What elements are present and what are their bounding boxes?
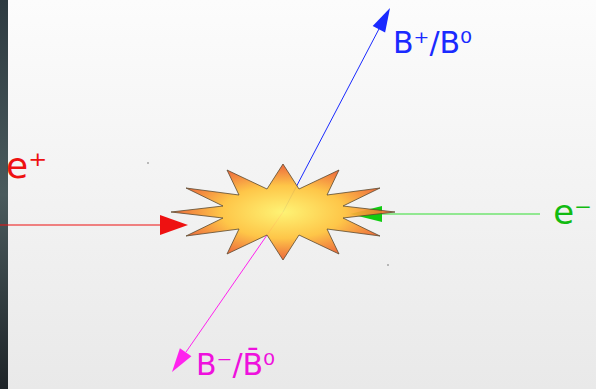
anti-b-arrowhead — [172, 348, 191, 372]
anti-b-meson-label: B⁻/B̄⁰ — [196, 348, 275, 381]
positron-beam — [0, 224, 165, 225]
positron-arrowhead — [160, 215, 188, 235]
electron-label: e⁻ — [553, 194, 592, 231]
positron-label: e⁺ — [6, 146, 47, 186]
collision-burst — [171, 164, 395, 260]
dot — [147, 162, 148, 163]
edge-strip — [0, 0, 8, 389]
b-arrowhead — [373, 8, 390, 33]
b-meson-label: B⁺/B⁰ — [393, 26, 472, 59]
dot — [387, 264, 388, 265]
electron-beam — [375, 213, 540, 214]
